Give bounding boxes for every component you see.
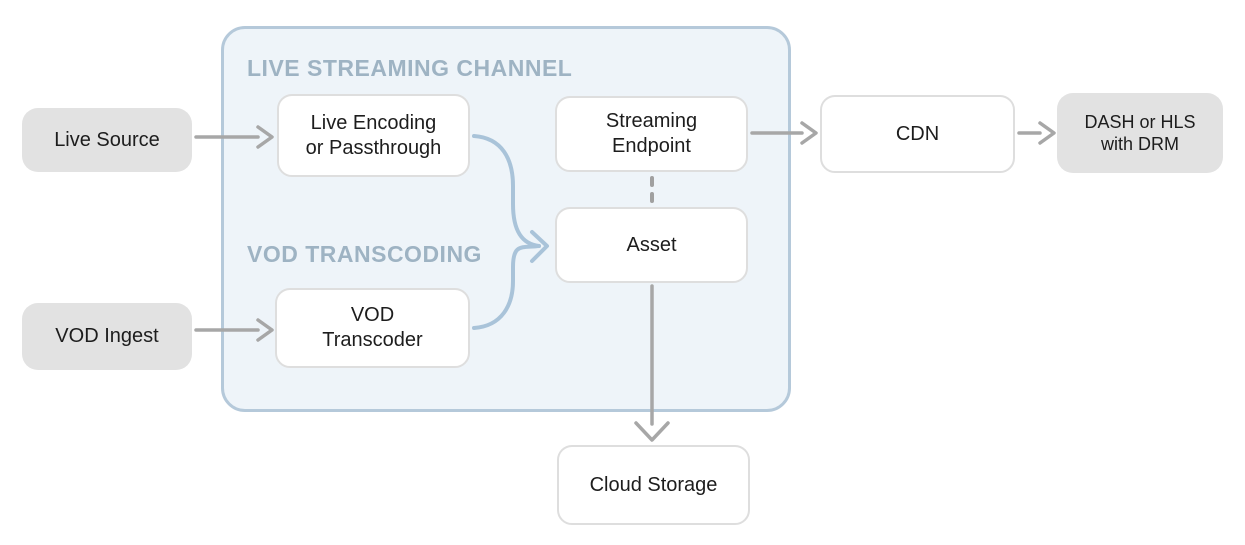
node-live-encoding-or-passthrough: Live Encoding or Passthrough [277, 94, 470, 177]
node-cdn-label: CDN [895, 122, 940, 145]
edge-live-encoding-to-asset-curve [472, 134, 541, 248]
node-cdn: CDN [820, 95, 1015, 173]
arrowhead-cdn-to-dash-hls-drm [1038, 121, 1056, 145]
edge-vod-transcoder-to-asset-curve [472, 244, 541, 330]
node-vod-transcoder: VOD Transcoder [275, 288, 470, 368]
node-cloud-storage: Cloud Storage [557, 445, 750, 525]
arrowhead-asset-to-cloud-storage [634, 421, 670, 442]
arrowhead-live-source-to-live-encoding [256, 125, 274, 149]
arrowhead-curves-to-asset [530, 230, 549, 263]
vod-transcoding-label: VOD TRANSCODING [247, 241, 482, 267]
node-dash-hls-drm-label: DASH or HLS with DRM [1084, 111, 1196, 155]
node-asset: Asset [555, 207, 748, 283]
node-live-encoding-or-passthrough-label: Live Encoding or Passthrough [305, 111, 442, 159]
node-dash-hls-drm: DASH or HLS with DRM [1057, 93, 1223, 173]
node-vod-ingest-label: VOD Ingest [55, 325, 159, 347]
node-streaming-endpoint-label: Streaming Endpoint [605, 110, 698, 157]
node-live-source: Live Source [22, 108, 192, 172]
node-vod-transcoder-label: VOD Transcoder [322, 304, 423, 351]
live-streaming-channel-label: LIVE STREAMING CHANNEL [247, 55, 573, 81]
node-streaming-endpoint: Streaming Endpoint [555, 96, 748, 172]
node-vod-ingest: VOD Ingest [22, 303, 192, 370]
arrowhead-streaming-endpoint-to-cdn [800, 121, 818, 145]
node-live-source-label: Live Source [54, 128, 160, 151]
node-cloud-storage-label: Cloud Storage [589, 473, 718, 496]
node-asset-label: Asset [626, 233, 677, 256]
arrowhead-vod-ingest-to-vod-transcoder [256, 318, 274, 342]
